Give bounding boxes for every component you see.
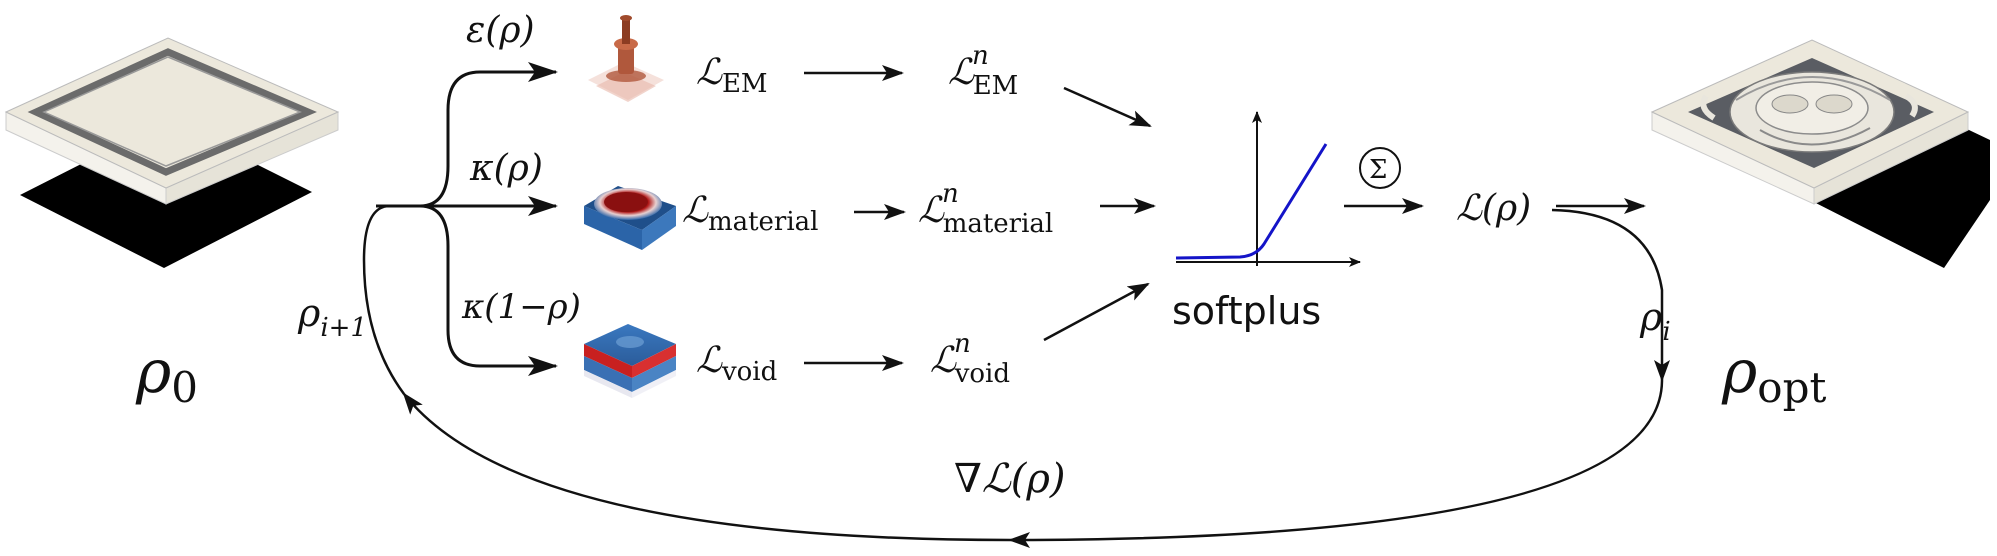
feedback-loop xyxy=(362,204,1670,548)
void-field-icon xyxy=(584,324,676,398)
material-field-icon xyxy=(584,186,676,250)
sigma-circle xyxy=(1359,147,1401,189)
softplus-curve xyxy=(1175,143,1328,260)
loss-em-label: ℒEM xyxy=(696,52,768,99)
epsilon-rho-label: ε(ρ) xyxy=(466,10,535,51)
antenna-field-icon xyxy=(588,15,664,102)
kappa-one-minus-rho-label: κ(1−ρ) xyxy=(461,287,581,327)
rhoopt-label: ρopt xyxy=(1721,337,1826,412)
normalize-arrows xyxy=(804,65,906,371)
softplus-plot xyxy=(1175,111,1361,267)
total-loss-label: ℒ(ρ) xyxy=(1456,188,1531,229)
sigma-symbol: Σ xyxy=(1369,155,1387,185)
gradient-label: ∇ℒ(ρ) xyxy=(954,456,1065,502)
branch-arrows xyxy=(376,62,558,376)
kappa-rho-label: κ(ρ) xyxy=(469,148,543,189)
loss-void-label: ℒvoid xyxy=(696,340,777,387)
softplus-input-arrows xyxy=(1043,86,1156,342)
rho-i-label: ρi xyxy=(1639,295,1671,347)
loss-material-label: ℒmaterial xyxy=(682,190,819,237)
rho-i-plus-1-label: ρi+1 xyxy=(297,291,367,343)
plate-icon xyxy=(4,37,340,268)
rho0-label: ρ0 xyxy=(135,337,198,412)
optimized-plate-icon xyxy=(1650,39,1990,268)
softplus-label: softplus xyxy=(1172,289,1321,333)
